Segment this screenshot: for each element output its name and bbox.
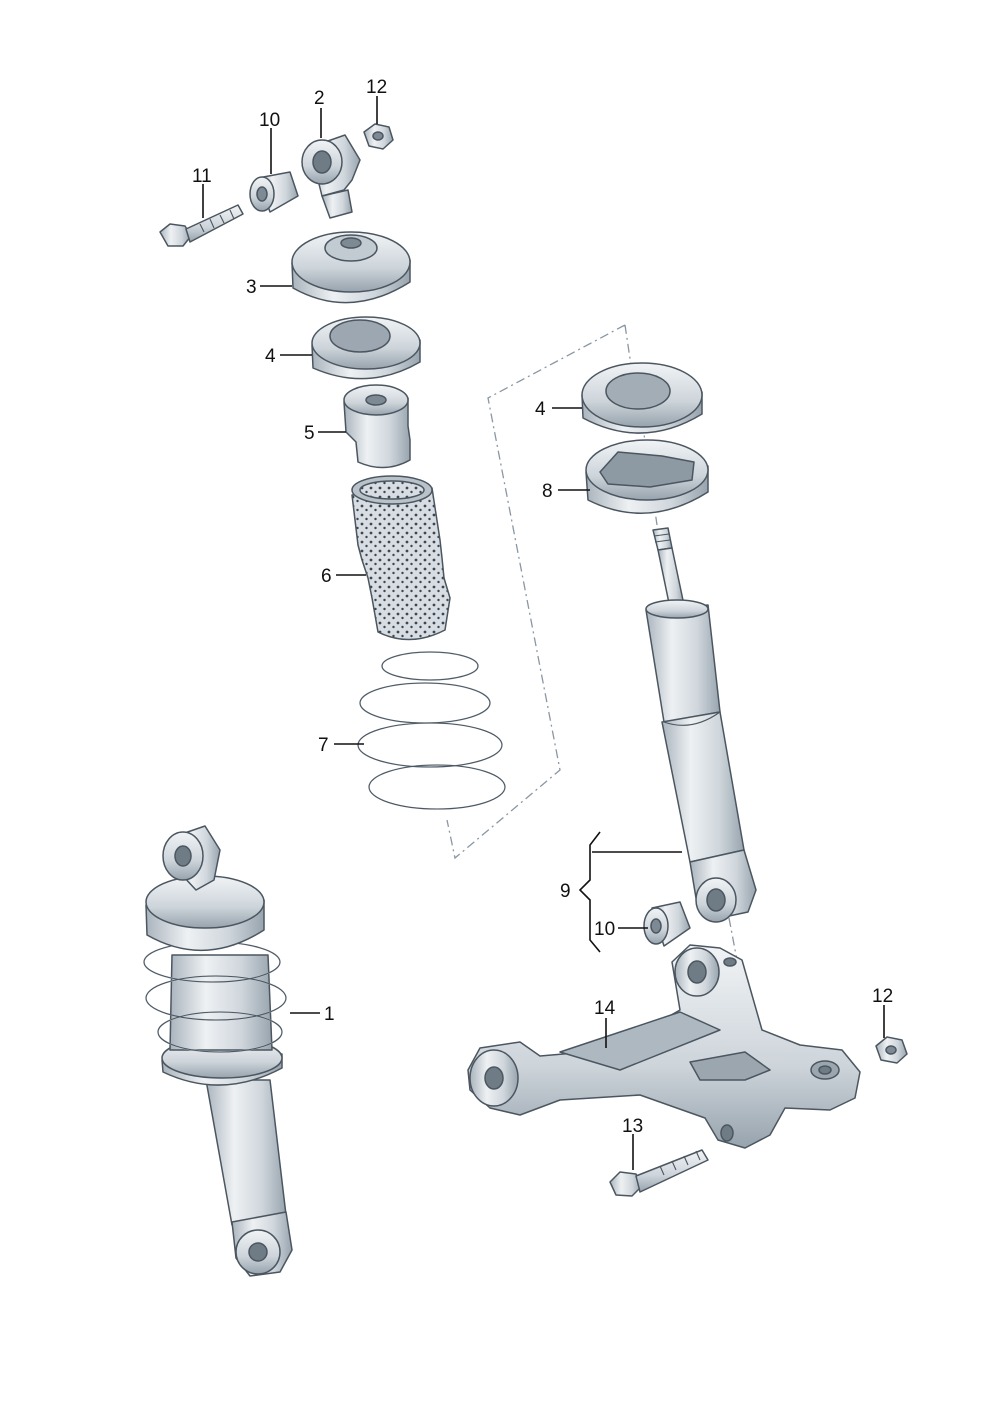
part-2-eye-bracket[interactable] (301, 134, 361, 219)
part-1-complete-strut[interactable] (143, 825, 293, 1277)
callout-5-label: 5 (304, 423, 315, 444)
callout-3: 3 (246, 277, 292, 298)
part-10-bushing-top[interactable] (249, 171, 299, 213)
callout-2-label: 2 (314, 88, 325, 109)
part-6-dust-boot[interactable] (351, 475, 451, 641)
callout-12-top-label: 12 (366, 77, 387, 98)
callout-4-right: 4 (535, 399, 582, 420)
part-12-nut-top[interactable] (363, 123, 394, 150)
part-10-bushing-lower[interactable] (643, 901, 691, 947)
callout-10-top-label: 10 (259, 110, 280, 131)
callout-8-label: 8 (542, 481, 553, 502)
callout-5: 5 (304, 423, 346, 444)
part-9-shock-absorber[interactable] (645, 527, 757, 923)
callout-9: 9 (560, 831, 682, 953)
callout-10-lower: 10 (594, 919, 648, 940)
part-4-spring-pad-left[interactable] (311, 316, 421, 380)
callout-10-lower-label: 10 (594, 919, 615, 940)
callout-1: 1 (290, 1004, 335, 1025)
callout-6: 6 (321, 566, 366, 587)
callout-13-label: 13 (622, 1116, 643, 1137)
callout-12-top: 12 (366, 77, 387, 124)
part-13-bolt[interactable] (609, 1149, 709, 1197)
part-8-lower-spring-seat[interactable] (585, 439, 709, 514)
callout-11-label: 11 (192, 166, 212, 187)
callout-11: 11 (192, 166, 212, 218)
callout-1-label: 1 (324, 1004, 335, 1025)
part-7-coil-spring[interactable] (357, 651, 506, 810)
callout-4-right-label: 4 (535, 399, 546, 420)
part-11-bolt[interactable] (159, 204, 244, 247)
part-5-bump-stop[interactable] (343, 384, 411, 469)
callout-12-lower-label: 12 (872, 986, 893, 1007)
callout-13: 13 (622, 1116, 643, 1170)
callout-3-label: 3 (246, 277, 257, 298)
callout-9-label: 9 (560, 881, 571, 902)
callout-8: 8 (542, 481, 590, 502)
callout-14-label: 14 (594, 998, 616, 1019)
callout-7-label: 7 (318, 735, 329, 756)
part-3-upper-mount[interactable] (291, 231, 411, 304)
part-4-spring-pad-right[interactable] (581, 362, 703, 434)
part-12-nut-lower[interactable] (875, 1036, 908, 1064)
callout-12-lower: 12 (872, 986, 893, 1038)
callout-2: 2 (314, 88, 325, 138)
part-14-control-arm[interactable] (467, 944, 861, 1149)
callout-7: 7 (318, 735, 364, 756)
callout-4-left: 4 (265, 346, 312, 367)
callout-10-top: 10 (259, 110, 280, 174)
callout-6-label: 6 (321, 566, 332, 587)
callout-14: 14 (594, 998, 616, 1048)
callout-4-left-label: 4 (265, 346, 276, 367)
